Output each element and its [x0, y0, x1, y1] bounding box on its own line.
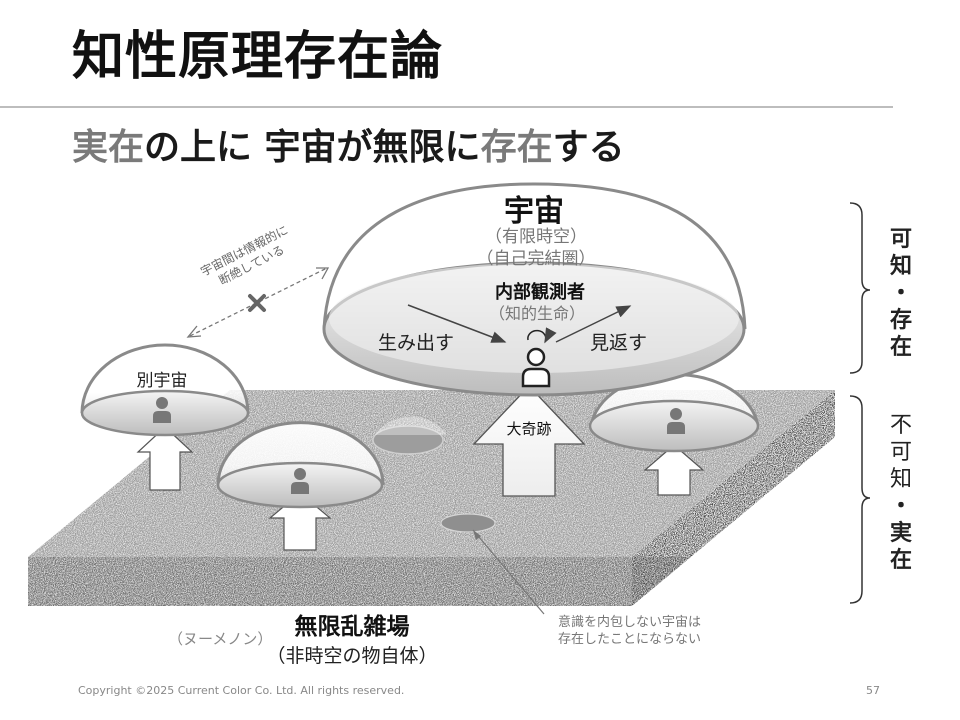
- subtitle-part-end: する: [552, 127, 625, 168]
- slab-front-face: [28, 557, 632, 606]
- noumenon-label: （ヌーメノン）: [168, 630, 273, 648]
- unknowable-char: 在: [889, 548, 912, 573]
- self-loop-arrow-icon: [527, 327, 557, 344]
- internal-observer-icon: [521, 327, 557, 388]
- disconnect-arrow-left-icon: [186, 325, 202, 338]
- disconnect-dashed-line: [189, 267, 328, 337]
- knowable-char: 存: [889, 308, 912, 333]
- knowable-char: ・: [889, 281, 912, 306]
- unknowable-char: 実: [889, 521, 912, 546]
- empty-universe-disc: [372, 425, 444, 455]
- cross-mark-icon: [248, 294, 266, 312]
- unknowable-char: ・: [889, 494, 912, 519]
- unknowable-reality-label: 不 可 知 ・ 実 在: [886, 412, 916, 574]
- other-universe-label: 別宇宙: [136, 371, 188, 391]
- miracle-arrow: [472, 385, 586, 497]
- knowable-char: 知: [889, 254, 912, 279]
- slab-side-face: [632, 390, 835, 606]
- page-title: 知性原理存在論: [72, 27, 444, 87]
- knowable-brace: [849, 202, 871, 374]
- right-universe-observer-icon: [667, 408, 685, 434]
- internal-observer-label: 内部観測者: [495, 282, 585, 303]
- generate-label: 生み出す: [378, 332, 455, 354]
- page-number: 57: [866, 684, 880, 697]
- arrow-up-other-universe: [136, 426, 194, 491]
- knowable-char: 在: [889, 335, 912, 360]
- unknowable-char: 不: [889, 413, 912, 438]
- arrow-up-right-universe: [643, 444, 705, 496]
- mid-universe-observer-icon: [291, 468, 309, 494]
- unconscious-note-line2: 存在したことにならない: [558, 632, 702, 647]
- miracle-label: 大奇跡: [506, 420, 552, 438]
- knowable-char: 可: [889, 227, 912, 252]
- generate-arrow-icon: [407, 304, 507, 343]
- unknowable-char: 可: [889, 440, 912, 465]
- infinite-random-field-label: 無限乱雑場: [294, 614, 410, 640]
- universe-finite-spacetime-label: （有限時空）: [485, 227, 587, 247]
- main-universe-dome: [322, 182, 747, 397]
- unknowable-brace: [849, 395, 871, 604]
- page-subtitle: 実在の上に 宇宙が無限に存在する: [72, 118, 625, 170]
- unconscious-universe-disc: [440, 513, 496, 533]
- faint-dome: [375, 416, 447, 435]
- disconnect-arrow-right-icon: [316, 267, 330, 280]
- mid-universe-dome: [216, 421, 385, 509]
- knowable-existence-label: 可 知 ・ 存 在: [886, 226, 916, 361]
- other-universe-dome: [80, 343, 250, 437]
- subtitle-part-reality: 実在: [72, 127, 145, 168]
- copyright-notice: Copyright ©2025 Current Color Co. Ltd. A…: [78, 684, 405, 697]
- thing-in-itself-label: （非時空の物自体）: [266, 645, 438, 667]
- note-pointer-line: [472, 529, 545, 615]
- universe-label: 宇宙: [504, 194, 564, 229]
- lookback-label: 見返す: [590, 332, 648, 354]
- universe-self-contained-label: （自己完結圏）: [476, 249, 596, 269]
- unknowable-char: 知: [889, 467, 912, 492]
- unconscious-note-line1: 意識を内包しない宇宙は: [558, 615, 702, 630]
- other-universe-observer-icon: [153, 397, 171, 423]
- lookback-arrow-icon: [555, 305, 632, 343]
- unconscious-universe-note: 意識を内包しない宇宙は 存在したことにならない: [558, 614, 701, 648]
- subtitle-part-existence: 存在: [480, 127, 553, 168]
- intelligent-life-label: （知的生命）: [488, 304, 586, 323]
- title-divider: [0, 106, 893, 108]
- subtitle-part-middle: の上に 宇宙が無限に: [144, 127, 481, 168]
